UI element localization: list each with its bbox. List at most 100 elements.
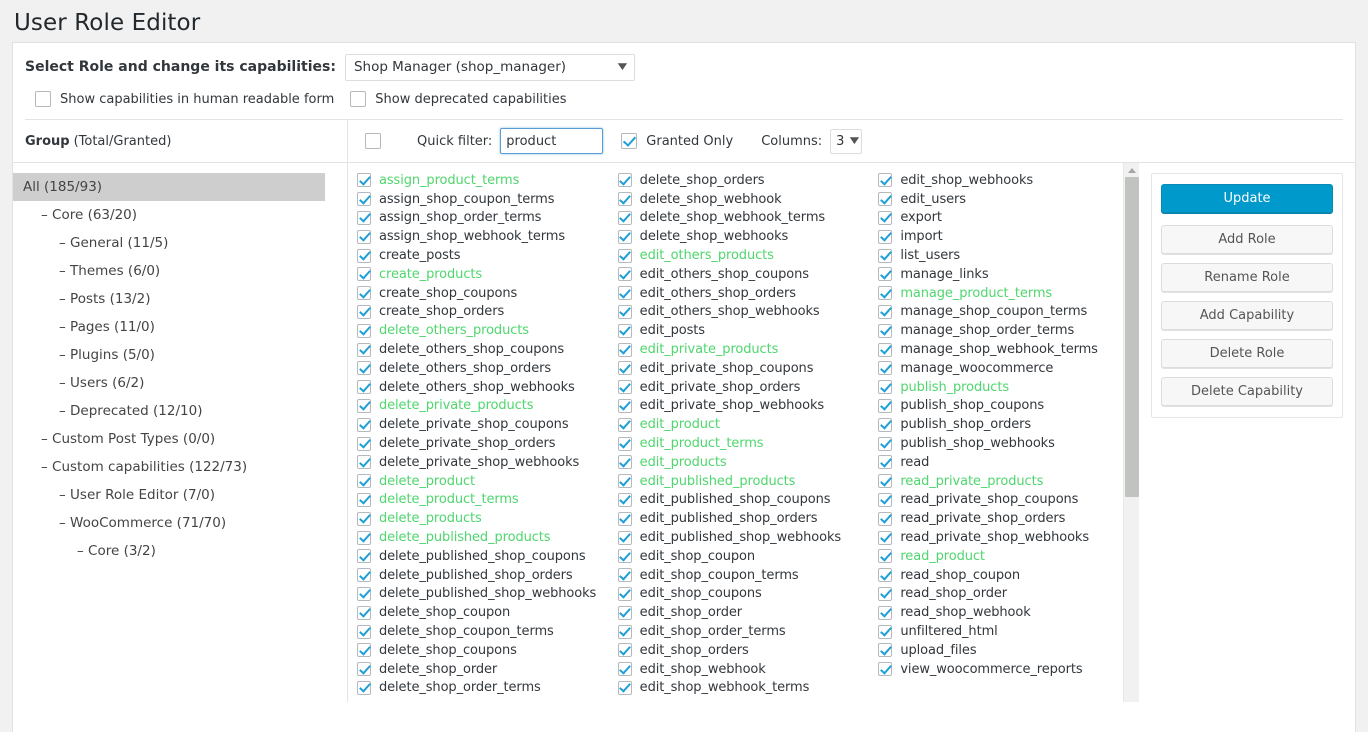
tree-item[interactable]: – Themes (6/0) xyxy=(13,257,347,285)
capability-checkbox[interactable] xyxy=(357,248,371,263)
capability-checkbox[interactable] xyxy=(357,662,371,677)
capability-checkbox[interactable] xyxy=(878,304,893,319)
capability-row[interactable]: edit_shop_orders xyxy=(617,641,879,660)
capability-row[interactable]: edit_product_terms xyxy=(617,434,879,453)
capability-checkbox[interactable] xyxy=(878,248,893,263)
tree-item[interactable]: All (185/93) xyxy=(13,173,325,201)
columns-select[interactable]: 3 ▼ xyxy=(830,128,863,154)
capability-checkbox[interactable] xyxy=(878,530,893,545)
option-human-readable[interactable]: Show capabilities in human readable form xyxy=(35,91,334,107)
capability-checkbox[interactable] xyxy=(617,286,632,301)
capability-row[interactable]: delete_shop_coupon_terms xyxy=(357,622,618,641)
capability-checkbox[interactable] xyxy=(617,492,632,507)
capability-row[interactable]: delete_private_products xyxy=(357,397,618,416)
capability-row[interactable]: delete_product_terms xyxy=(357,491,618,510)
capability-checkbox[interactable] xyxy=(357,492,371,507)
capability-row[interactable]: delete_shop_webhook_terms xyxy=(617,209,879,228)
capability-row[interactable]: manage_product_terms xyxy=(878,284,1139,303)
capability-row[interactable]: delete_product xyxy=(357,472,618,491)
tree-item[interactable]: – WooCommerce (71/70) xyxy=(13,509,347,537)
capability-row[interactable]: edit_products xyxy=(617,453,879,472)
granted-only-option[interactable]: Granted Only xyxy=(621,133,733,149)
capability-row[interactable]: read xyxy=(878,453,1139,472)
capability-checkbox[interactable] xyxy=(878,417,893,432)
capability-row[interactable]: delete_others_shop_coupons xyxy=(357,340,618,359)
tree-item[interactable]: – Pages (11/0) xyxy=(13,313,347,341)
capability-row[interactable]: unfiltered_html xyxy=(878,622,1139,641)
capability-row[interactable]: edit_product xyxy=(617,415,879,434)
capability-checkbox[interactable] xyxy=(357,605,371,620)
select-all-checkbox[interactable] xyxy=(365,133,381,149)
tree-item[interactable]: – Core (3/2) xyxy=(13,537,347,565)
human-readable-checkbox[interactable] xyxy=(35,91,51,107)
capability-checkbox[interactable] xyxy=(617,361,632,376)
role-select[interactable]: Shop Manager (shop_manager) ▼ xyxy=(344,53,635,81)
capability-checkbox[interactable] xyxy=(357,680,371,695)
quick-filter-input[interactable] xyxy=(500,128,604,154)
capability-row[interactable]: edit_others_shop_webhooks xyxy=(617,303,879,322)
capability-row[interactable]: export xyxy=(878,209,1139,228)
capability-checkbox[interactable] xyxy=(357,398,371,413)
capability-row[interactable]: read_private_shop_orders xyxy=(878,509,1139,528)
capability-row[interactable]: edit_shop_coupon_terms xyxy=(617,566,879,585)
add-capability-button[interactable]: Add Capability xyxy=(1161,301,1333,330)
capability-checkbox[interactable] xyxy=(617,380,632,395)
capability-checkbox[interactable] xyxy=(878,210,893,225)
capability-checkbox[interactable] xyxy=(357,624,371,639)
capability-row[interactable]: edit_shop_webhook xyxy=(617,660,879,679)
capability-row[interactable]: publish_shop_coupons xyxy=(878,397,1139,416)
add-role-button[interactable]: Add Role xyxy=(1161,225,1333,254)
capability-checkbox[interactable] xyxy=(357,267,371,282)
capability-checkbox[interactable] xyxy=(878,267,893,282)
capability-checkbox[interactable] xyxy=(617,643,632,658)
capability-checkbox[interactable] xyxy=(617,304,632,319)
capability-row[interactable]: delete_private_shop_webhooks xyxy=(357,453,618,472)
capability-row[interactable]: edit_shop_coupon xyxy=(617,547,879,566)
capability-row[interactable]: edit_private_shop_orders xyxy=(617,378,879,397)
capability-checkbox[interactable] xyxy=(357,210,371,225)
capability-checkbox[interactable] xyxy=(617,323,632,338)
capability-checkbox[interactable] xyxy=(878,643,893,658)
capability-row[interactable]: manage_woocommerce xyxy=(878,359,1139,378)
capability-row[interactable]: view_woocommerce_reports xyxy=(878,660,1139,679)
capability-row[interactable]: read_private_products xyxy=(878,472,1139,491)
capability-row[interactable]: edit_private_shop_webhooks xyxy=(617,397,879,416)
capability-row[interactable]: delete_shop_webhooks xyxy=(617,227,879,246)
capability-row[interactable]: publish_products xyxy=(878,378,1139,397)
capability-row[interactable]: edit_shop_coupons xyxy=(617,585,879,604)
capability-checkbox[interactable] xyxy=(357,455,371,470)
capability-row[interactable]: read_product xyxy=(878,547,1139,566)
capability-checkbox[interactable] xyxy=(357,361,371,376)
capability-checkbox[interactable] xyxy=(357,192,371,207)
show-deprecated-checkbox[interactable] xyxy=(350,91,367,107)
capability-row[interactable]: create_shop_orders xyxy=(357,303,618,322)
capability-checkbox[interactable] xyxy=(617,511,632,526)
capability-row[interactable]: read_private_shop_webhooks xyxy=(878,528,1139,547)
tree-item[interactable]: – Custom Post Types (0/0) xyxy=(13,425,347,453)
capability-checkbox[interactable] xyxy=(617,680,632,695)
capability-checkbox[interactable] xyxy=(878,624,893,639)
capability-checkbox[interactable] xyxy=(357,643,371,658)
capability-checkbox[interactable] xyxy=(617,586,632,601)
capability-row[interactable]: delete_others_shop_orders xyxy=(357,359,618,378)
capability-row[interactable]: edit_private_shop_coupons xyxy=(617,359,879,378)
capability-row[interactable]: edit_shop_order xyxy=(617,603,879,622)
capability-row[interactable]: delete_shop_orders xyxy=(617,171,879,190)
capability-row[interactable]: publish_shop_webhooks xyxy=(878,434,1139,453)
update-button[interactable]: Update xyxy=(1161,184,1333,213)
capability-row[interactable]: delete_others_products xyxy=(357,321,618,340)
capability-row[interactable]: create_shop_coupons xyxy=(357,284,618,303)
capabilities-scrollbar[interactable] xyxy=(1123,163,1139,702)
capability-checkbox[interactable] xyxy=(878,549,893,564)
capability-checkbox[interactable] xyxy=(357,586,371,601)
capability-checkbox[interactable] xyxy=(617,455,632,470)
tree-item[interactable]: – General (11/5) xyxy=(13,229,347,257)
capability-row[interactable]: edit_users xyxy=(878,190,1139,209)
scrollbar-thumb[interactable] xyxy=(1125,177,1139,497)
capability-row[interactable]: edit_others_products xyxy=(617,246,879,265)
capability-checkbox[interactable] xyxy=(617,474,632,489)
delete-role-button[interactable]: Delete Role xyxy=(1161,339,1333,368)
tree-item[interactable]: – Custom capabilities (122/73) xyxy=(13,453,347,481)
capability-row[interactable]: edit_others_shop_coupons xyxy=(617,265,879,284)
capability-row[interactable]: manage_shop_webhook_terms xyxy=(878,340,1139,359)
